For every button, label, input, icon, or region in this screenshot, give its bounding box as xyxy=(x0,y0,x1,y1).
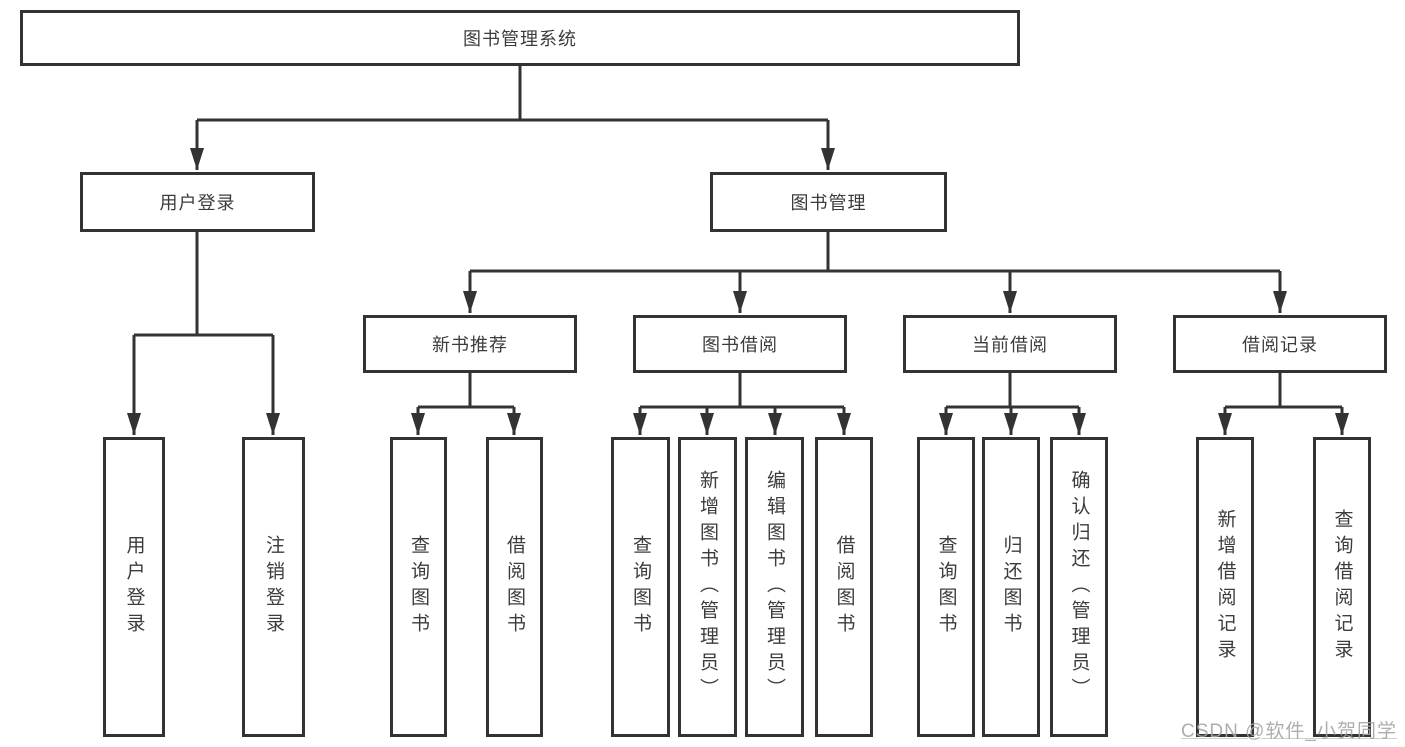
node-current-borrow: 当前借阅 xyxy=(903,315,1117,373)
node-label: 图书管理 xyxy=(790,193,867,213)
node-label: 注销登录 xyxy=(263,535,284,639)
node-book-borrow: 图书借阅 xyxy=(633,315,847,373)
node-label: 借阅图书 xyxy=(504,535,525,639)
leaf-borrow-book: 借阅图书 xyxy=(815,437,873,737)
csdn-watermark: CSDN @软件_小贺同学 xyxy=(1181,721,1397,742)
leaf-return-book: 归还图书 xyxy=(982,437,1040,737)
node-label: 图书管理系统 xyxy=(463,29,577,49)
node-label: 当前借阅 xyxy=(972,335,1048,355)
node-new-book-recommend: 新书推荐 xyxy=(363,315,577,373)
node-label: 新增图书（管理员） xyxy=(697,470,718,704)
node-label: 借阅记录 xyxy=(1242,335,1318,355)
node-label: 新增借阅记录 xyxy=(1214,509,1236,665)
node-label: 用户登录 xyxy=(123,535,145,639)
node-user-login: 用户登录 xyxy=(80,172,315,232)
leaf-add-borrow-record: 新增借阅记录 xyxy=(1196,437,1254,737)
node-label: 用户登录 xyxy=(159,193,236,213)
leaf-user-login: 用户登录 xyxy=(103,437,165,737)
node-label: 编辑图书（管理员） xyxy=(764,470,785,704)
leaf-query-book-recommend: 查询图书 xyxy=(390,437,447,737)
node-label: 确认归还（管理员） xyxy=(1068,470,1090,704)
node-book-management: 图书管理 xyxy=(710,172,947,232)
node-label: 归还图书 xyxy=(1000,535,1022,639)
node-label: 查询图书 xyxy=(408,535,429,639)
leaf-add-book-admin: 新增图书（管理员） xyxy=(678,437,737,737)
node-label: 查询图书 xyxy=(935,535,957,639)
node-label: 查询借阅记录 xyxy=(1331,509,1353,665)
leaf-confirm-return-admin: 确认归还（管理员） xyxy=(1050,437,1108,737)
leaf-query-borrow-record: 查询借阅记录 xyxy=(1313,437,1371,737)
node-label: 借阅图书 xyxy=(833,535,855,639)
leaf-borrow-book-recommend: 借阅图书 xyxy=(486,437,543,737)
leaf-query-book-current: 查询图书 xyxy=(917,437,975,737)
node-borrow-records: 借阅记录 xyxy=(1173,315,1387,373)
node-root-library-system: 图书管理系统 xyxy=(20,10,1020,66)
leaf-logout: 注销登录 xyxy=(242,437,305,737)
leaf-edit-book-admin: 编辑图书（管理员） xyxy=(745,437,804,737)
node-label: 新书推荐 xyxy=(432,335,508,355)
node-label: 查询图书 xyxy=(630,535,651,639)
leaf-query-book-borrow: 查询图书 xyxy=(611,437,670,737)
node-label: 图书借阅 xyxy=(702,335,778,355)
